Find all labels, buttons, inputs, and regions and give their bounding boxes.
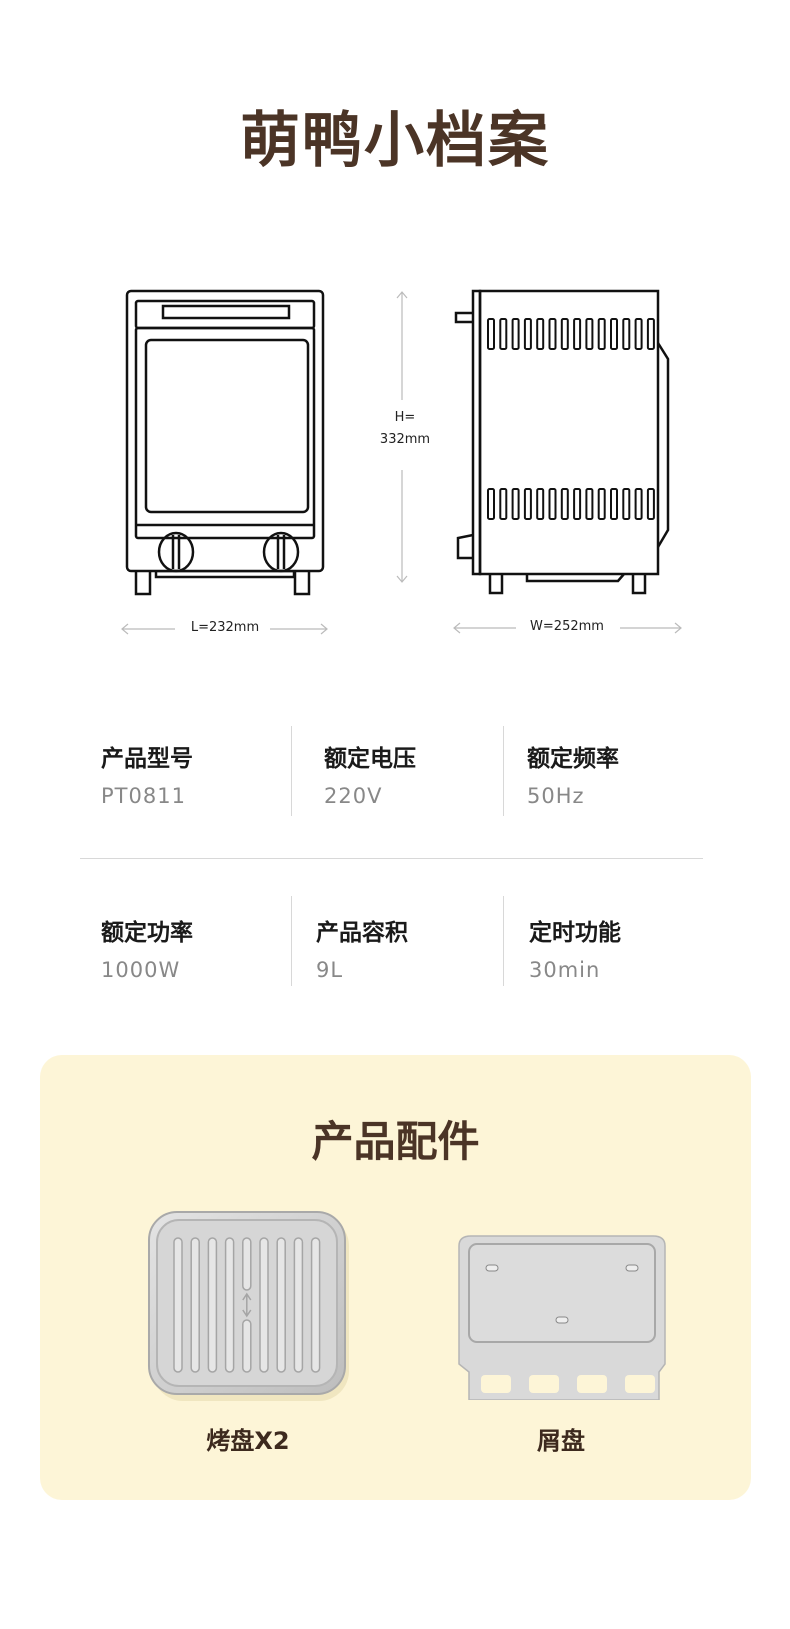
vent-slot [548,488,557,520]
tray-rib [276,1237,286,1373]
tray-rib [224,1237,235,1373]
vent-slot [487,488,495,520]
vent-slot [585,488,594,520]
arrow-icon [242,1292,252,1318]
spec-value: 30min [529,958,601,982]
spec-label: 额定频率 [527,746,619,772]
vent-slot [610,488,618,520]
tray-rib [207,1237,218,1373]
vent-slot [487,318,495,350]
spec-value: 50Hz [527,784,585,808]
tray-rib [293,1237,304,1373]
accessories-title: 产品配件 [311,1117,480,1166]
vent-slot [560,488,569,520]
vent-slot [646,318,655,350]
vent-slot [536,488,545,520]
length-label: L=232mm [190,620,260,635]
baking-tray-image [148,1211,349,1401]
spec-value: 220V [324,784,383,808]
vent-slot [585,318,594,350]
width-label: W=252mm [530,619,604,634]
vent-slot [634,488,643,520]
spec-label: 定时功能 [529,920,621,946]
spec-value: 1000W [101,958,181,982]
accessory-label: 屑盘 [537,1427,585,1455]
accessory-label: 烤盘X2 [206,1427,290,1455]
divider [291,896,292,986]
vent-slot [511,318,520,350]
vent-slot [573,318,582,350]
tray-rib [190,1237,200,1373]
height-label: H= [394,410,416,425]
vent-slot [573,488,582,520]
spec-value: 9L [316,958,344,982]
divider [503,726,504,816]
vent-slot [499,318,508,350]
tray-rib [242,1319,252,1373]
vent-slot [622,488,631,520]
vent-slot [511,488,520,520]
page-title: 萌鸭小档案 [240,106,550,176]
crumb-tray-image [458,1235,666,1400]
vent-slot [523,318,532,350]
oven-front-feet [134,570,311,596]
spec-label: 产品容积 [316,920,408,946]
vent-slot [622,318,631,350]
divider [291,726,292,816]
vent-slot [523,488,532,520]
vent-slot [597,318,606,350]
height-value: 332mm [379,432,431,447]
spec-label: 产品型号 [101,746,193,772]
tray-rib [310,1237,321,1373]
tray-rib [173,1237,183,1373]
vent-slot [610,318,618,350]
vent-slot [536,318,545,350]
row-divider [80,858,703,859]
divider [503,896,504,986]
tray-rib [259,1237,269,1373]
spec-label: 额定功率 [101,920,193,946]
vent-slot [560,318,569,350]
oven-front-drawing [125,289,325,573]
tray-rib [242,1237,252,1291]
vent-slot [646,488,655,520]
vent-slot [634,318,643,350]
vent-slot [548,318,557,350]
spec-value: PT0811 [101,784,186,808]
spec-label: 额定电压 [324,746,416,772]
vent-slot [597,488,606,520]
width-arrow [453,622,682,634]
vent-slot [499,488,508,520]
length-arrow [121,623,328,635]
oven-side-drawing [454,289,670,595]
height-arrow [396,291,408,583]
